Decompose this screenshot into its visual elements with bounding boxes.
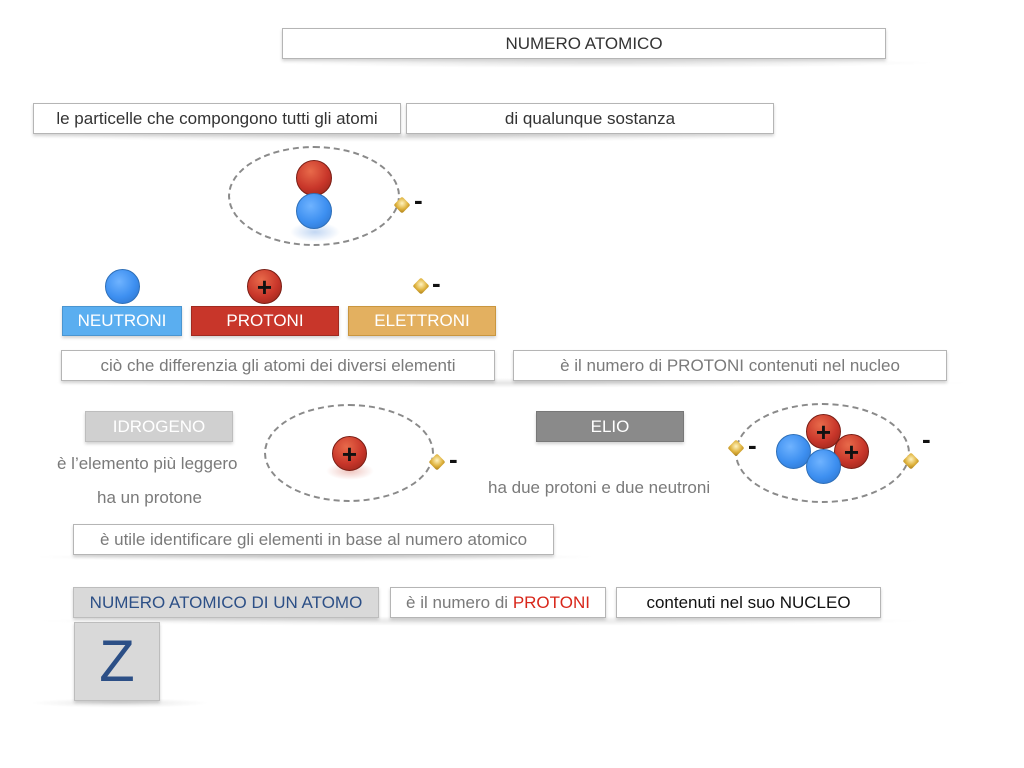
elettroni-label: ELETTRONI xyxy=(348,306,496,336)
protons-phrase-highlight: PROTONI xyxy=(512,592,590,612)
helium-electron-left-charge: - xyxy=(748,430,757,460)
hydrogen-electron-charge: - xyxy=(449,444,458,474)
helium-description: ha due protoni e due neutroni xyxy=(488,478,711,497)
protons-phrase-prefix: è il numero di xyxy=(406,592,513,612)
generic-atom-glow xyxy=(290,222,340,242)
hydrogen-description-1: è l’elemento più leggero xyxy=(57,454,238,473)
hydrogen-proton: + xyxy=(332,436,367,471)
row1-shadow xyxy=(30,132,780,142)
proton-plus-sign: + xyxy=(256,271,273,302)
protoni-label: PROTONI xyxy=(191,306,339,336)
row3-shadow xyxy=(30,552,600,562)
hydrogen-label: IDROGENO xyxy=(85,411,233,442)
protons-number-statement: è il numero di PROTONI contenuti nel nuc… xyxy=(513,350,947,381)
helium-label: ELIO xyxy=(536,411,684,442)
helium-electron-right-charge: - xyxy=(922,424,931,454)
particles-statement: le particelle che compongono tutti gli a… xyxy=(33,103,401,134)
helium-proton-right-plus: + xyxy=(843,436,860,467)
protons-phrase: è il numero di PROTONI xyxy=(390,587,606,618)
helium-neutron-bottom xyxy=(806,449,841,484)
generic-atom-orbit xyxy=(228,146,400,246)
generic-atom-neutron xyxy=(296,193,332,229)
atomic-number-symbol: Z xyxy=(74,622,160,701)
neutroni-label: NEUTRONI xyxy=(62,306,182,336)
definition-shadow xyxy=(30,616,930,626)
any-substance-statement: di qualunque sostanza xyxy=(406,103,774,134)
symbol-shadow xyxy=(30,698,210,708)
identify-statement: è utile identificare gli elementi in bas… xyxy=(73,524,554,555)
electron-minus-sign: - xyxy=(432,268,441,298)
helium-neutron-left xyxy=(776,434,811,469)
proton-ball: + xyxy=(247,269,282,304)
difference-statement: ciò che differenzia gli atomi dei divers… xyxy=(61,350,495,381)
helium-proton-top-plus: + xyxy=(815,416,832,447)
hydrogen-description-2: ha un protone xyxy=(97,488,202,507)
nucleus-phrase: contenuti nel suo NUCLEO xyxy=(616,587,881,618)
neutron-ball xyxy=(105,269,140,304)
row2-shadow xyxy=(40,378,980,388)
generic-atom-electron-charge: - xyxy=(414,185,423,215)
electron-particle xyxy=(412,277,430,295)
page-title: NUMERO ATOMICO xyxy=(282,28,886,59)
hydrogen-atom-orbit xyxy=(264,404,434,502)
title-shadow xyxy=(270,58,940,68)
hydrogen-proton-plus: + xyxy=(341,438,358,469)
generic-atom-proton xyxy=(296,160,332,196)
atomic-number-term: NUMERO ATOMICO DI UN ATOMO xyxy=(73,587,379,618)
